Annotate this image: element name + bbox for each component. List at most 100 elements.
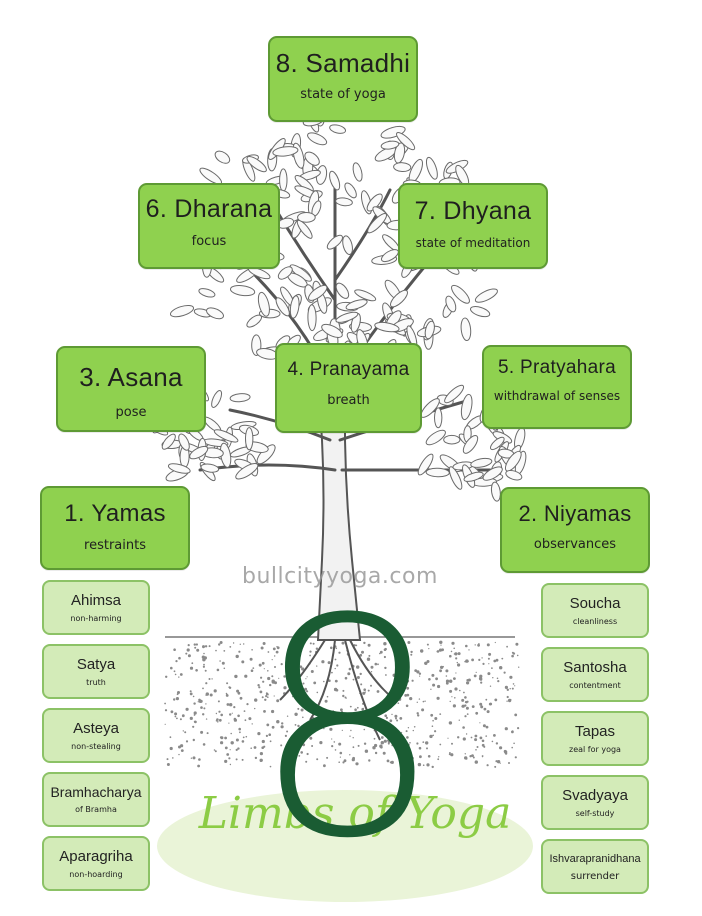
soil-speck (284, 734, 287, 738)
soil-speck (233, 718, 237, 722)
soil-speck (463, 691, 465, 694)
soil-speck (340, 710, 344, 714)
soil-speck (515, 642, 519, 646)
soil-speck (299, 644, 302, 646)
soil-speck (295, 698, 298, 701)
soil-speck (271, 709, 275, 714)
limb-title: 4. Pranayama (287, 359, 410, 380)
soil-speck (430, 688, 432, 690)
soil-speck (265, 692, 268, 694)
soil-speck (397, 702, 400, 704)
soil-speck (313, 725, 317, 729)
soil-speck (300, 708, 304, 712)
soil-speck (422, 700, 425, 703)
soil-speck (430, 713, 434, 717)
soil-speck (461, 705, 463, 708)
soil-speck (272, 647, 276, 651)
leaf (307, 132, 328, 146)
limb-subtitle: restraints (84, 538, 146, 553)
soil-speck (269, 765, 272, 768)
soil-speck (332, 710, 335, 712)
soil-speck (300, 751, 304, 754)
soil-speck (273, 695, 275, 697)
soil-speck (326, 695, 329, 698)
soil-speck (331, 671, 333, 674)
soil-speck (291, 748, 294, 751)
leaf (206, 307, 224, 320)
soil-speck (164, 709, 168, 712)
soil-speck (216, 668, 220, 672)
limb-subtitle: pose (115, 405, 147, 420)
soil-speck (378, 720, 382, 725)
soil-speck (448, 721, 453, 725)
soil-speck (327, 713, 330, 716)
soil-speck (276, 646, 278, 648)
soil-speck (419, 675, 421, 677)
soil-speck (238, 650, 241, 653)
soil-speck (287, 660, 290, 663)
soil-speck (239, 643, 241, 645)
soil-speck (305, 678, 307, 680)
leaf (470, 457, 493, 468)
soil-speck (407, 641, 411, 644)
soil-speck (494, 765, 497, 768)
soil-speck (422, 764, 425, 766)
soil-speck (189, 666, 194, 670)
soil-speck (263, 710, 266, 713)
soil-speck (208, 678, 211, 680)
soil-speck (206, 732, 209, 735)
leaf (304, 151, 320, 166)
soil-speck (288, 646, 292, 649)
leaf (169, 304, 195, 318)
soil-speck (379, 652, 381, 655)
soil-speck (400, 738, 403, 741)
soil-speck (418, 672, 422, 675)
soil-speck (395, 669, 398, 671)
leaf (380, 125, 406, 139)
soil-speck (487, 672, 491, 676)
soil-speck (481, 657, 483, 659)
soil-speck (197, 701, 199, 703)
soil-speck (235, 748, 238, 752)
soil-speck (185, 652, 188, 655)
soil-speck (456, 661, 458, 664)
soil-speck (364, 749, 369, 753)
soil-speck (513, 742, 515, 745)
soil-speck (169, 746, 173, 751)
soil-speck (261, 739, 265, 744)
soil-speck (416, 701, 418, 703)
limb-pratyahara: 5. Pratyahara withdrawal of senses (482, 345, 632, 429)
soil-speck (511, 730, 514, 734)
soil-speck (449, 752, 451, 754)
soil-speck (417, 762, 422, 767)
leaf (275, 297, 290, 317)
soil-speck (235, 738, 239, 742)
soil-speck (278, 677, 280, 679)
soil-speck (231, 712, 233, 714)
soil-speck (269, 740, 272, 743)
soil-speck (478, 658, 481, 662)
soil-speck (410, 650, 413, 654)
limb-title: 5. Pratyahara (498, 357, 616, 378)
soil-speck (258, 663, 262, 667)
soil-speck (514, 756, 517, 759)
soil-speck (383, 706, 386, 709)
soil-speck (382, 751, 386, 755)
limb-niyamas: 2. Niyamas observances (500, 487, 650, 573)
leaf (297, 211, 316, 223)
soil-speck (249, 657, 253, 661)
soil-speck (324, 699, 328, 703)
soil-speck (302, 682, 305, 685)
limb-title: 8. Samadhi (275, 48, 411, 78)
soil-speck (464, 696, 467, 699)
soil-speck (479, 722, 481, 724)
soil-speck (326, 756, 329, 759)
soil-speck (200, 730, 204, 734)
soil-speck (323, 764, 326, 768)
soil-speck (483, 707, 487, 711)
soil-speck (236, 689, 240, 693)
soil-speck (193, 702, 196, 705)
soil-speck (211, 678, 213, 680)
soil-speck (261, 746, 265, 749)
soil-speck (514, 713, 518, 717)
